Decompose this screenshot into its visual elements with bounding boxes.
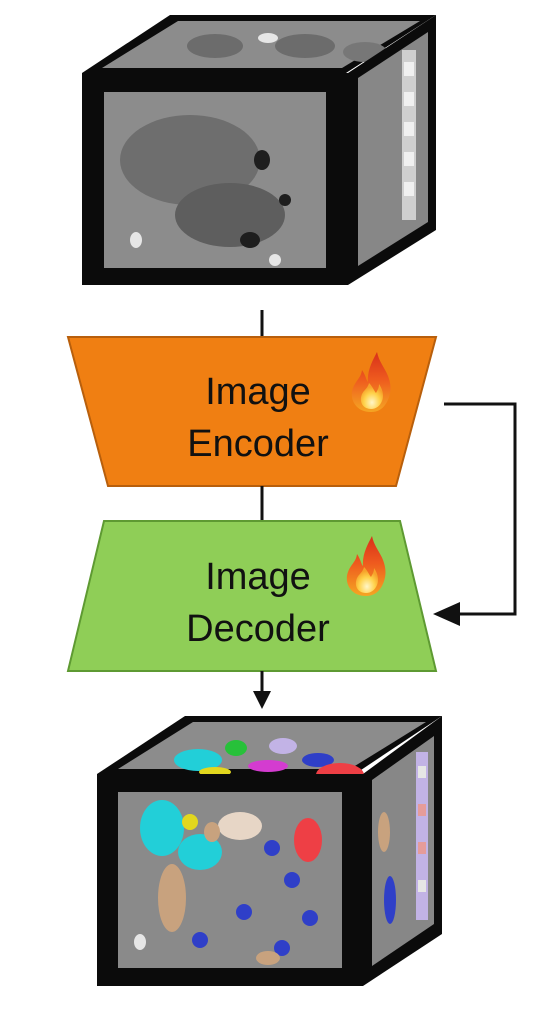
skip-connection-arrow — [444, 402, 517, 616]
seg-small-bowel — [302, 910, 318, 926]
input-coronal-bone — [269, 254, 281, 266]
input-sagittal-vertebra — [404, 62, 414, 76]
seg-sagittal-organ — [384, 876, 396, 924]
input-coronal-gas — [279, 194, 291, 206]
input-coronal-gas — [240, 232, 260, 248]
seg-liver — [140, 800, 184, 856]
decoder-trapezoid — [66, 520, 438, 672]
seg-spleen — [294, 818, 322, 862]
input-sagittal-vertebra — [404, 182, 414, 196]
input-coronal-organ — [120, 115, 260, 205]
seg-kidney — [302, 753, 334, 767]
seg-small-bowel — [274, 940, 290, 956]
seg-duodenum — [204, 822, 220, 842]
seg-sagittal-vertebra — [418, 804, 426, 816]
encoder-trapezoid — [66, 336, 438, 487]
seg-sagittal-vertebra — [418, 766, 426, 778]
seg-sagittal-organ — [378, 812, 390, 852]
seg-small-bowel — [284, 872, 300, 888]
seg-kidney — [225, 740, 247, 756]
seg-liver — [174, 749, 222, 771]
input-axial-organ — [187, 34, 243, 58]
output-segmentation-volume — [97, 716, 442, 986]
seg-colon — [158, 864, 186, 932]
input-coronal-organ — [175, 183, 285, 247]
image-encoder-block: Image Encoder — [66, 336, 438, 487]
input-coronal-bone — [130, 232, 142, 248]
output-arrowhead — [253, 691, 271, 709]
seg-small-bowel — [264, 840, 280, 856]
seg-sagittal-vertebra — [418, 842, 426, 854]
input-coronal-gas — [254, 150, 270, 170]
seg-small-bowel — [192, 932, 208, 948]
input-axial-spine — [258, 33, 278, 43]
seg-stomach — [218, 812, 262, 840]
encoder-label-line2: Encoder — [187, 423, 329, 465]
seg-sagittal-vertebra — [418, 880, 426, 892]
seg-bone — [134, 934, 146, 950]
seg-vertebra — [269, 738, 297, 754]
seg-liver — [178, 834, 222, 870]
encoder-label-line1: Image — [205, 371, 311, 413]
seg-gallbladder — [182, 814, 198, 830]
input-axial-slice — [102, 21, 420, 68]
input-ct-volume — [82, 15, 436, 285]
input-sagittal-vertebra — [404, 152, 414, 166]
input-axial-organ — [275, 34, 335, 58]
seg-sagittal-spine — [416, 752, 428, 920]
seg-aorta — [248, 760, 288, 772]
seg-bladder — [256, 951, 280, 965]
decoder-label-line2: Decoder — [186, 608, 330, 650]
seg-small-bowel — [236, 904, 252, 920]
skip-arrowhead — [433, 602, 460, 626]
input-sagittal-vertebra — [404, 122, 414, 136]
image-decoder-block: Image Decoder — [66, 520, 438, 672]
decoder-label-line1: Image — [205, 556, 311, 598]
input-sagittal-vertebra — [404, 92, 414, 106]
